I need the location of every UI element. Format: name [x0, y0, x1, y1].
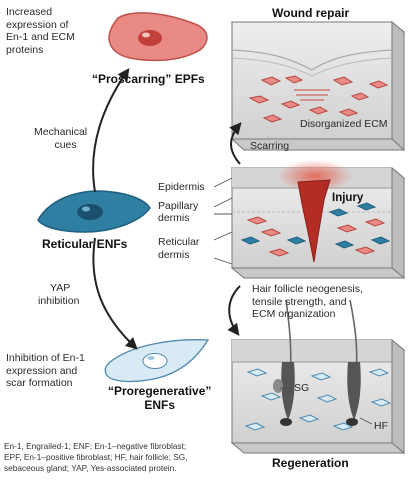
footnote-line: EPF, En-1–positive fibroblast; HF, hair …	[4, 452, 188, 462]
proregenerative-enfs-label: “Proregenerative”	[108, 384, 212, 398]
hair-follicle-icon	[273, 299, 361, 426]
increased-expression-text-line: En-1 and ECM	[6, 31, 75, 43]
sebaceous-gland-label: SG	[294, 382, 310, 394]
increased-expression-text-line: expression of	[6, 18, 69, 31]
reticular-dermis-label: dermis	[158, 249, 190, 261]
increased-expression-text-line: proteins	[6, 43, 44, 56]
injury-fibroblast-cells	[240, 202, 391, 257]
wound-repair-title: Wound repair	[272, 6, 350, 20]
regen-text-line: Hair follicle neogenesis,	[252, 283, 363, 295]
papillary-dermis-label: dermis	[158, 212, 190, 224]
regeneration-arrow-icon	[227, 285, 241, 336]
scarring-label: Scarring	[250, 140, 290, 152]
proscarring-epfs-label: “Proscarring” EPFs	[92, 72, 205, 86]
regen-text-line: ECM organization	[252, 308, 336, 320]
yap-inhibition-label: YAP	[50, 282, 71, 294]
yap-inhibition-label: inhibition	[38, 294, 80, 307]
inhibition-text-line: scar formation	[6, 377, 73, 389]
reticular-enf-cell-icon	[37, 190, 151, 233]
inhibition-text-line: Inhibition of En-1	[6, 352, 85, 364]
increased-expression-text-line: Increased	[6, 6, 53, 18]
inhibition-text-line: expression and	[6, 364, 78, 377]
regen-text-line: tensile strength, and	[252, 295, 347, 308]
proregenerative-enfs-label: ENFs	[144, 398, 176, 412]
papillary-label: Papillary	[158, 200, 199, 212]
footnote-line: En-1, Engrailed-1; ENF; En-1–negative fi…	[4, 441, 187, 451]
disorganized-ecm-label: Disorganized ECM	[300, 118, 388, 130]
mechanical-cues-label: Mechanical	[34, 126, 88, 138]
label-leaders	[280, 387, 373, 425]
regeneration-enf-cells	[244, 368, 392, 431]
proscarring-epf-cell-icon	[108, 12, 208, 62]
regeneration-title: Regeneration	[272, 456, 349, 470]
epidermis-label: Epidermis	[158, 181, 205, 193]
proregenerative-enf-cell-icon	[104, 339, 210, 383]
reticular-enfs-label: Reticular ENFs	[42, 237, 128, 251]
wound-repair-skin-block-icon	[230, 20, 406, 152]
scarring-arrow-icon	[229, 122, 242, 165]
layer-label-leaders	[213, 177, 233, 265]
disorganized-epf-cells	[248, 75, 389, 123]
mechanical-cues-label: cues	[54, 138, 77, 151]
hair-follicle-label: HF	[374, 420, 388, 432]
reticular-label: Reticular	[158, 236, 200, 248]
yap-inhibition-arrow-icon	[92, 237, 138, 350]
mechanical-cues-arrow-icon	[92, 68, 130, 193]
injury-label: Injury	[332, 192, 364, 204]
regeneration-skin-block-icon	[230, 338, 406, 455]
footnote-line: sebaceous gland; YAP, Yes-associated pro…	[4, 463, 177, 473]
